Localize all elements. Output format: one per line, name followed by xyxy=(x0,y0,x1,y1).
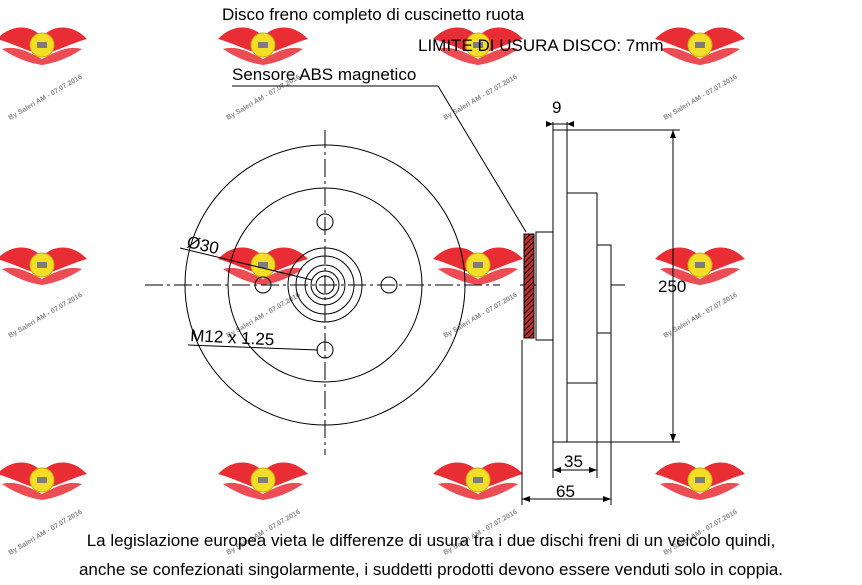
arrow-head xyxy=(553,467,561,473)
disc-diameter-label: 250 xyxy=(658,277,686,296)
arrow-head xyxy=(589,467,597,473)
logo-icon xyxy=(0,247,88,286)
abs-ring-housing xyxy=(535,231,554,341)
abs-sensor-label: Sensore ABS magnetico xyxy=(232,65,416,84)
logo-icon xyxy=(654,27,746,66)
logo-icon xyxy=(217,27,309,66)
wear-limit-label: LIMITE DI USURA DISCO: 7mm xyxy=(418,36,664,55)
arrow-head xyxy=(567,121,574,127)
arrow-head xyxy=(670,130,676,138)
side-view xyxy=(232,85,680,505)
watermark-logos xyxy=(0,27,746,501)
logo-icon xyxy=(0,462,88,501)
hub-flange xyxy=(566,192,598,384)
hub-offset-label: 35 xyxy=(564,452,583,471)
arrow-head xyxy=(546,121,553,127)
drawing-title: Disco freno completo di cuscinetto ruota xyxy=(222,5,525,24)
watermark-text: By Saleri AM - 07.07.2016 xyxy=(8,292,84,340)
bolt-hole-right xyxy=(380,276,398,294)
bolt-hole-top xyxy=(316,213,334,231)
arrow-head xyxy=(522,496,530,502)
abs-leader-line xyxy=(437,85,527,233)
dim-arrows xyxy=(522,121,676,502)
disc-section xyxy=(552,129,568,443)
watermark-text: By Saleri AM - 07.07.2016 xyxy=(443,292,519,340)
watermark-text: By Saleri AM - 07.07.2016 xyxy=(663,74,739,122)
watermark-text: By Saleri AM - 07.07.2016 xyxy=(8,74,84,122)
disc-thickness-label: 9 xyxy=(552,98,561,117)
bearing-bore-circle xyxy=(310,270,340,300)
bolt-hole-left xyxy=(254,276,272,294)
bearing-race-circle xyxy=(304,264,346,306)
front-view xyxy=(145,130,500,455)
abs-magnetic-ring xyxy=(523,233,535,339)
hub-diameter-label: Ø30 xyxy=(185,232,221,258)
disc-hat-circle xyxy=(227,187,423,383)
footer-line-1: La legislazione europea vieta le differe… xyxy=(86,531,776,550)
arrow-head xyxy=(603,496,611,502)
disc-outer-circle xyxy=(184,144,466,426)
logo-icon xyxy=(654,462,746,501)
logo-icon xyxy=(217,247,309,286)
thread-label: M12 x 1.25 xyxy=(190,326,275,349)
logo-icon xyxy=(217,462,309,501)
arrow-head xyxy=(670,434,676,442)
watermark-text: By Saleri AM - 07.07.2016 xyxy=(443,74,519,122)
footer-line-2: anche se confezionati singolarmente, i s… xyxy=(78,560,784,579)
watermark-text: By Saleri AM - 07.07.2016 xyxy=(663,292,739,340)
thread-leader-line xyxy=(187,344,319,351)
total-width-label: 65 xyxy=(556,482,575,501)
bearing-outer-circle xyxy=(295,255,355,315)
hub-cap xyxy=(596,244,612,334)
hub-circle xyxy=(287,247,363,323)
bore-circle xyxy=(315,275,335,295)
diameter-leader-line xyxy=(179,247,313,281)
logo-icon xyxy=(432,462,524,501)
logo-icon xyxy=(432,247,524,286)
logo-icon xyxy=(0,27,88,66)
watermark-texts: By Saleri AM - 07.07.2016 By Saleri AM -… xyxy=(8,74,739,557)
